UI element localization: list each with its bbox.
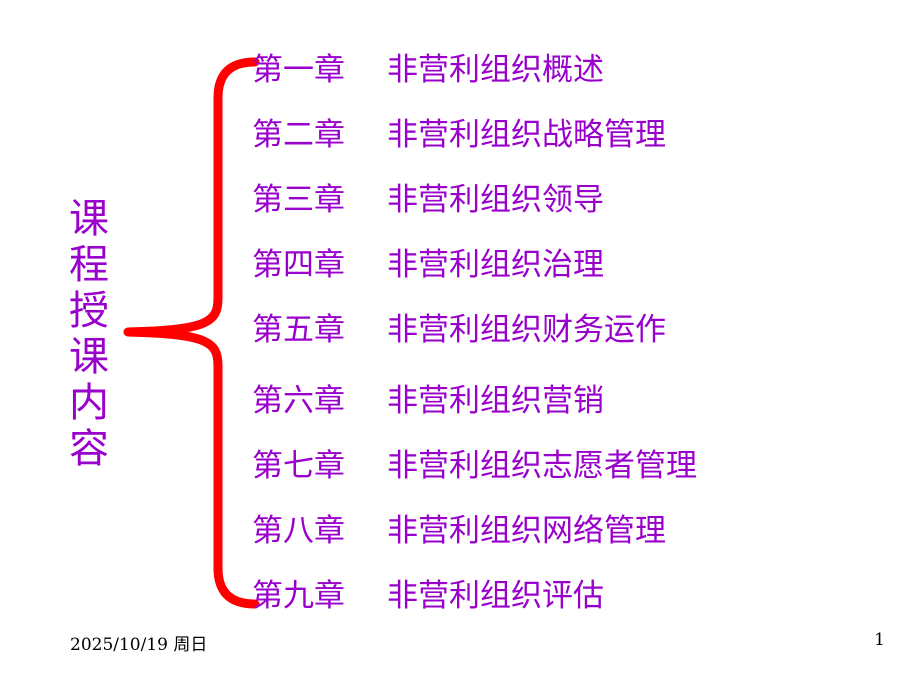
chapter-number: 第五章: [252, 312, 345, 348]
chapter-row: 第七章 非营利组织志愿者管理: [252, 434, 892, 499]
footer-page-number: 1: [874, 630, 885, 650]
chapter-row: 第五章 非营利组织财务运作: [252, 298, 892, 363]
chapter-number: 第三章: [252, 182, 345, 218]
chapter-title: 非营利组织概述: [387, 52, 604, 88]
vertical-title-char: 内: [69, 380, 109, 426]
chapter-row: 第三章 非营利组织领导: [252, 168, 892, 233]
vertical-title-char: 授: [69, 288, 109, 334]
chapter-title: 非营利组织战略管理: [387, 117, 666, 153]
chapter-row: 第六章 非营利组织营销: [252, 369, 892, 434]
chapter-number: 第一章: [252, 52, 345, 88]
vertical-section-title: 课 程 授 课 内 容: [62, 196, 116, 472]
chapter-number: 第八章: [252, 513, 345, 549]
chapter-title: 非营利组织志愿者管理: [387, 448, 697, 484]
chapter-row: 第一章 非营利组织概述: [252, 38, 892, 103]
chapter-number: 第九章: [252, 578, 345, 614]
chapter-title: 非营利组织财务运作: [387, 312, 666, 348]
chapter-row: 第八章 非营利组织网络管理: [252, 499, 892, 564]
chapter-row: 第四章 非营利组织治理: [252, 233, 892, 298]
chapter-title: 非营利组织网络管理: [387, 513, 666, 549]
chapter-list: 第一章 非营利组织概述 第二章 非营利组织战略管理 第三章 非营利组织领导 第四…: [252, 38, 892, 629]
vertical-title-char: 课: [69, 334, 109, 380]
chapter-title: 非营利组织营销: [387, 383, 604, 419]
chapter-title: 非营利组织治理: [387, 247, 604, 283]
vertical-title-char: 课: [69, 196, 109, 242]
chapter-number: 第四章: [252, 247, 345, 283]
chapter-title: 非营利组织领导: [387, 182, 604, 218]
chapter-title: 非营利组织评估: [387, 578, 604, 614]
chapter-number: 第七章: [252, 448, 345, 484]
vertical-title-char: 容: [69, 426, 109, 472]
chapter-number: 第六章: [252, 383, 345, 419]
vertical-title-char: 程: [69, 242, 109, 288]
chapter-row: 第九章 非营利组织评估: [252, 564, 892, 629]
footer-date: 2025/10/19 周日: [70, 635, 208, 655]
chapter-row: 第二章 非营利组织战略管理: [252, 103, 892, 168]
chapter-number: 第二章: [252, 117, 345, 153]
